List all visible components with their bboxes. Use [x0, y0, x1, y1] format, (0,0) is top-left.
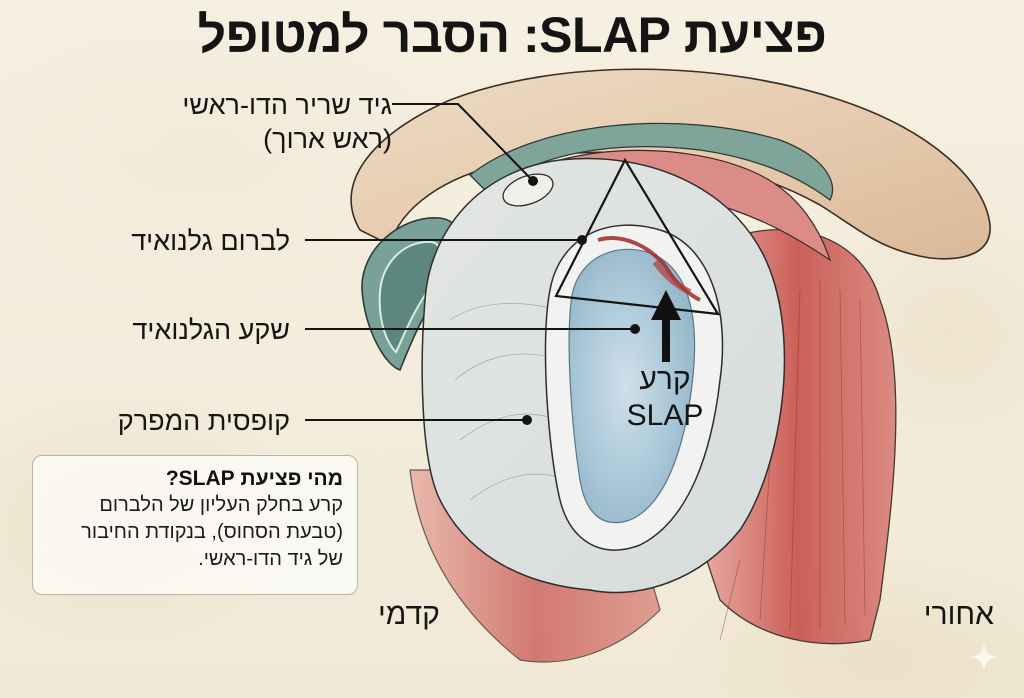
page-title: פציעת SLAP: הסבר למטופל [197, 7, 827, 63]
label-glenoid-labrum: לברום גלנואיד [131, 226, 290, 256]
label-anterior: קדמי [378, 598, 440, 631]
info-box-line3: של גיד הדו-ראשי. [198, 548, 343, 570]
info-box: מהי פציעת SLAP? קרע בחלק העליון של הלברו… [32, 455, 358, 595]
label-slap-tear: קרע SLAP [600, 362, 730, 434]
info-box-heading: מהי פציעת SLAP? [165, 467, 343, 490]
info-box-line2: (טבעת הסחוס), בנקודת החיבור [81, 521, 343, 543]
slap-tear-english: SLAP [626, 399, 704, 432]
slap-tear-hebrew: קרע [639, 363, 691, 396]
label-glenoid-fossa: שקע הגלנואיד [132, 315, 290, 345]
biceps-leader-line [392, 103, 533, 181]
slap-region-triangle [554, 157, 721, 316]
label-biceps-line1: גיד שריר הדו-ראשי [182, 90, 392, 120]
label-joint-capsule: קופסית המפרק [117, 406, 290, 436]
info-box-line1: קרע בחלק העליון של הלברום [99, 494, 343, 516]
label-posterior: אחורי [923, 598, 994, 631]
label-biceps-line2: (ראש ארוך) [263, 124, 392, 154]
sparkle-icon [970, 643, 998, 671]
arrow-up-icon [651, 290, 681, 362]
label-biceps-tendon: גיד שריר הדו-ראשי (ראש ארוך) [182, 88, 392, 156]
